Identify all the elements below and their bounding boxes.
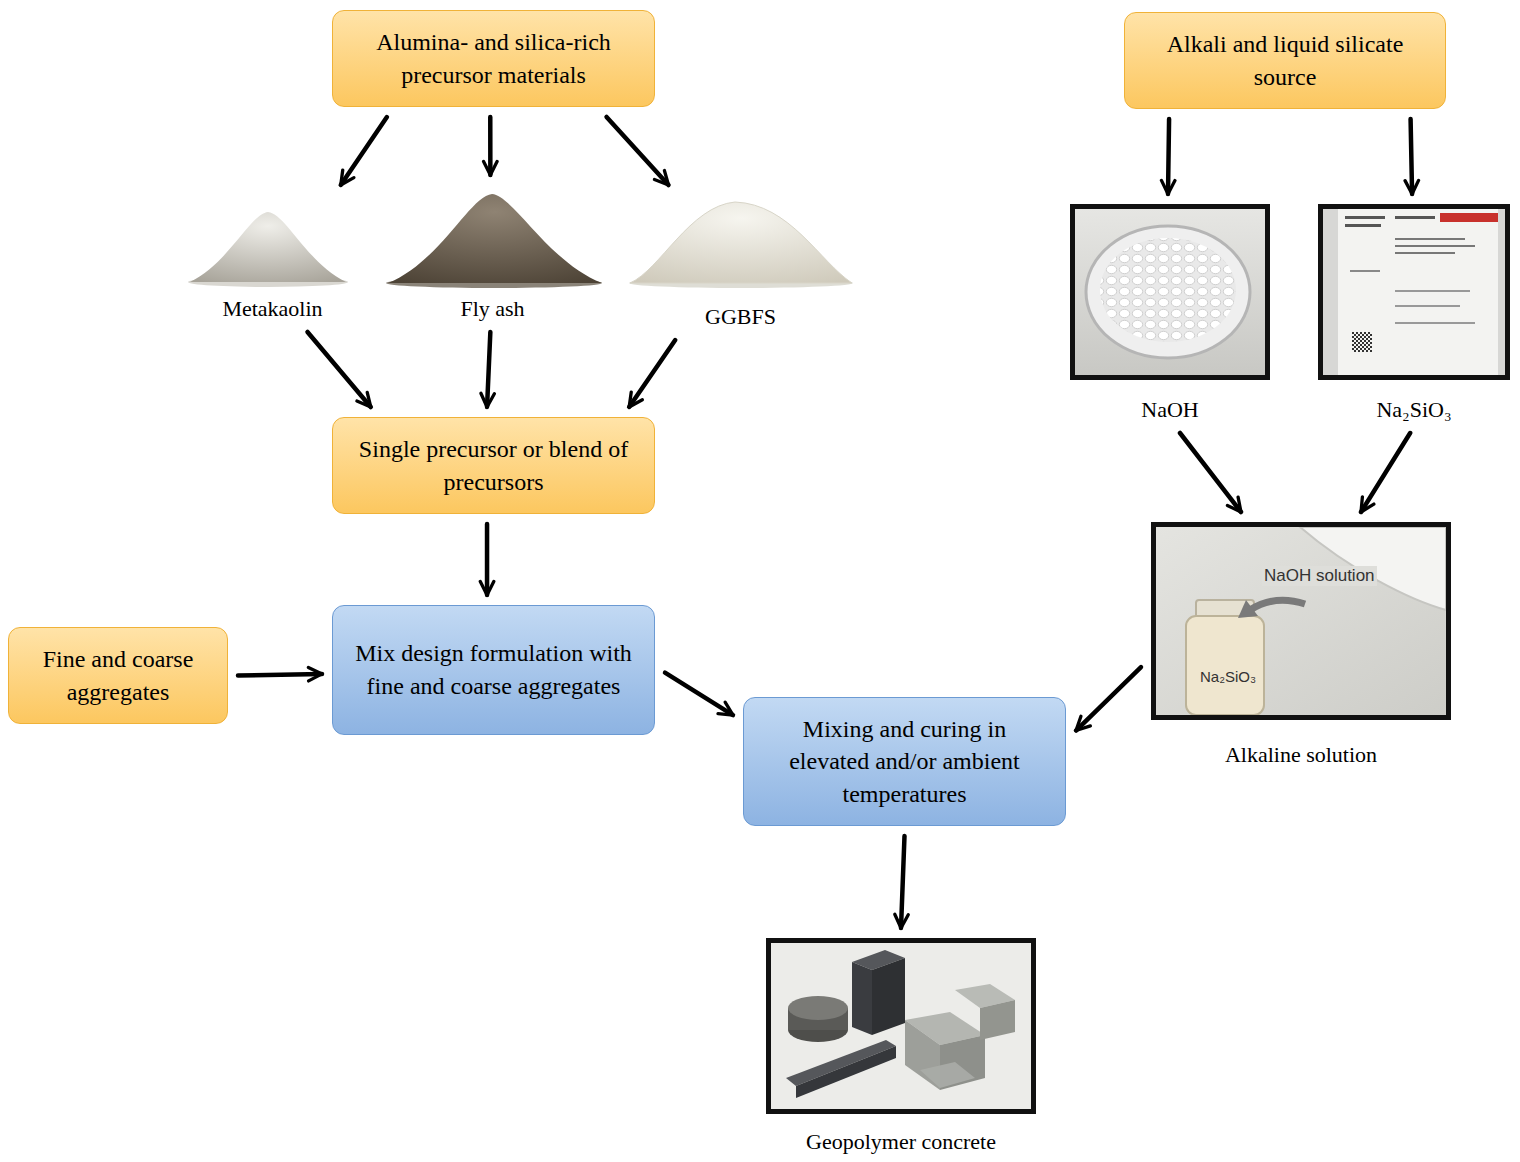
rect-shape — [1395, 245, 1475, 247]
material-image: Metakaolin — [185, 195, 360, 322]
image-caption: NaOH — [1070, 396, 1270, 423]
fly-ash-pile — [386, 194, 602, 288]
rect-shape — [1352, 332, 1372, 352]
photo-node: Alkaline solution — [1151, 522, 1451, 768]
polygon-shape — [872, 958, 905, 1035]
rect-shape — [1350, 270, 1380, 272]
box-label: Mix design formulation with fine and coa… — [349, 637, 638, 702]
rect-shape — [1395, 305, 1460, 307]
rect-shape — [1395, 238, 1465, 240]
flow-arrow — [1411, 119, 1413, 194]
photo-node: NaOH — [1070, 204, 1270, 423]
flow-arrow — [1180, 433, 1241, 512]
flow-arrow — [1168, 119, 1169, 194]
image-caption: Na₂SiO₃ — [1318, 396, 1510, 423]
flow-arrow — [485, 524, 490, 595]
flow-arrow — [341, 117, 387, 185]
metakaolin-pile — [188, 212, 348, 287]
photo-frame — [1318, 204, 1510, 380]
photo-frame — [766, 938, 1036, 1114]
naoh-photo — [1075, 209, 1265, 375]
silicate-bottle-photo — [1323, 209, 1505, 375]
text-group: Single precursor or blend of precursors — [349, 433, 638, 498]
image-area — [628, 195, 853, 298]
box-label: Fine and coarse aggregates — [25, 643, 211, 708]
text-group: Alumina- and silica-rich precursor mater… — [349, 26, 638, 91]
material-image: Fly ash — [385, 185, 600, 322]
rect-shape — [1186, 616, 1264, 715]
rect-shape — [1338, 209, 1498, 375]
image-caption: Geopolymer concrete — [766, 1128, 1036, 1155]
image-caption: Alkaline solution — [1151, 741, 1451, 768]
flow-arrow — [487, 332, 490, 407]
box-label: Alkali and liquid silicate source — [1141, 28, 1429, 93]
rect-shape — [1440, 213, 1498, 222]
process-box: Mixing and curing in elevated and/or amb… — [743, 697, 1066, 826]
polygon-shape — [796, 1046, 896, 1098]
ellipse-shape — [1100, 238, 1236, 342]
box-label: Mixing and curing in elevated and/or amb… — [760, 713, 1049, 811]
photo-frame — [1070, 204, 1270, 380]
rect-shape — [1395, 290, 1470, 292]
photo-frame — [1151, 522, 1451, 720]
text-group: Alkali and liquid silicate source — [1141, 28, 1429, 93]
source-box: Alkali and liquid silicate source — [1124, 12, 1446, 109]
rect-shape — [1075, 209, 1265, 375]
box-label: Single precursor or blend of precursors — [349, 433, 638, 498]
flow-arrow — [1361, 433, 1410, 512]
text-group: Mixing and curing in elevated and/or amb… — [760, 713, 1049, 811]
flow-arrow — [1076, 667, 1141, 730]
flow-arrow — [308, 332, 371, 407]
rect-shape — [1395, 216, 1435, 219]
rect-shape — [1395, 322, 1475, 324]
rect-shape — [1395, 252, 1455, 254]
image-area — [385, 185, 600, 290]
polygon-shape — [920, 1062, 975, 1088]
flow-arrow — [629, 340, 675, 407]
alkaline-solution-photo — [1156, 527, 1446, 715]
photo-annotation: NaOH solution — [1262, 566, 1377, 586]
ggbfs-pile — [629, 202, 853, 288]
photo-node: Geopolymer concrete — [766, 938, 1036, 1155]
rect-shape — [1345, 216, 1385, 219]
image-caption: GGBFS — [628, 303, 853, 330]
image-caption: Metakaolin — [185, 295, 360, 322]
flow-arrow — [901, 836, 905, 928]
source-box: Alumina- and silica-rich precursor mater… — [332, 10, 655, 107]
material-image: GGBFS — [628, 195, 853, 330]
polygon-shape — [980, 1000, 1015, 1040]
photo-node: Na₂SiO₃ — [1318, 204, 1510, 423]
text-group: Mix design formulation with fine and coa… — [349, 637, 638, 702]
flow-arrow — [238, 674, 322, 676]
path-shape — [630, 202, 852, 283]
rect-shape — [1345, 224, 1381, 227]
path-shape — [1250, 600, 1305, 610]
path-shape — [388, 194, 602, 283]
polygon-shape — [1238, 600, 1258, 618]
polygon-shape — [852, 962, 872, 1035]
box-label: Alumina- and silica-rich precursor mater… — [349, 26, 638, 91]
process-box: Mix design formulation with fine and coa… — [332, 605, 655, 735]
process-box: Single precursor or blend of precursors — [332, 417, 655, 514]
flow-arrow — [607, 117, 669, 185]
rect-shape — [1323, 209, 1505, 375]
photo-annotation: Na₂SiO₃ — [1198, 668, 1258, 686]
text-group: Fine and coarse aggregates — [25, 643, 211, 708]
flow-arrow — [488, 117, 493, 175]
rect-shape — [771, 943, 1031, 1109]
input-box: Fine and coarse aggregates — [8, 627, 228, 724]
flow-arrow — [665, 673, 733, 715]
geopolymer-samples-photo — [771, 943, 1031, 1109]
ellipse-shape — [788, 996, 848, 1020]
image-caption: Fly ash — [385, 295, 600, 322]
image-area — [185, 195, 360, 290]
ellipse-shape — [1086, 226, 1250, 358]
path-shape — [190, 212, 346, 282]
rect-shape — [1156, 527, 1446, 715]
